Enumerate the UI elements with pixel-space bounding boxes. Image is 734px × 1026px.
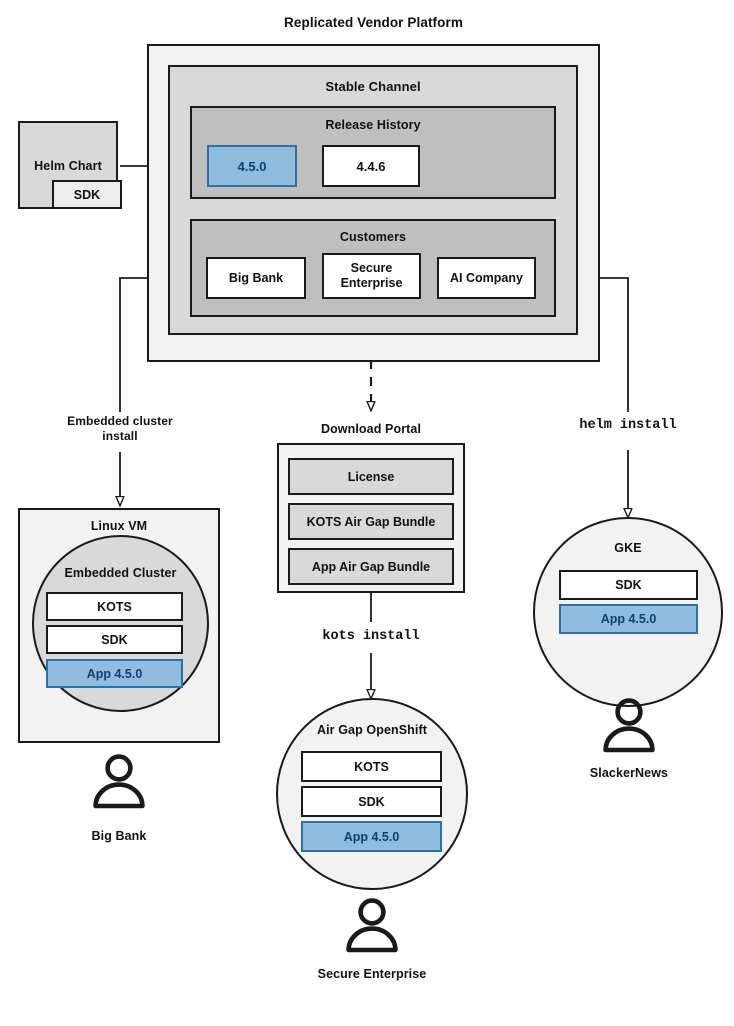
download-portal-item-kots-air-gap-bundle[interactable]: KOTS Air Gap Bundle xyxy=(288,503,454,540)
release-4-4-6[interactable]: 4.4.6 xyxy=(322,145,420,187)
customer-ai-company[interactable]: AI Company xyxy=(437,257,536,299)
customer-label: AI Company xyxy=(450,271,523,285)
customer-label-slackernews: SlackerNews xyxy=(589,766,669,780)
linux-vm-component-sdk[interactable]: SDK xyxy=(46,625,183,654)
helm-chart-label: Helm Chart xyxy=(34,159,102,173)
component-label: App 4.5.0 xyxy=(86,666,143,681)
gke-component-app[interactable]: App 4.5.0 xyxy=(559,604,698,634)
component-label: KOTS xyxy=(97,599,132,614)
customer-label-big-bank: Big Bank xyxy=(91,829,147,843)
customer-secure-enterprise[interactable]: Secure Enterprise xyxy=(322,253,421,299)
openshift-component-sdk[interactable]: SDK xyxy=(301,786,442,817)
openshift-component-kots[interactable]: KOTS xyxy=(301,751,442,782)
edge-label-embedded-cluster-install: Embedded cluster install xyxy=(67,414,173,443)
download-portal-item-app-air-gap-bundle[interactable]: App Air Gap Bundle xyxy=(288,548,454,585)
customer-label-secure-enterprise: Secure Enterprise xyxy=(317,967,427,981)
component-label: App 4.5.0 xyxy=(343,829,400,844)
page-title: Replicated Vendor Platform xyxy=(284,15,463,30)
edge-label-kots-install: kots install xyxy=(322,629,420,644)
customers-title: Customers xyxy=(339,230,407,244)
embedded-cluster-title: Embedded Cluster xyxy=(64,566,177,580)
component-label: App 4.5.0 xyxy=(600,612,657,626)
linux-vm-title: Linux VM xyxy=(90,519,148,533)
item-label: KOTS Air Gap Bundle xyxy=(306,514,436,529)
gke-title: GKE xyxy=(614,541,642,555)
release-version-label: 4.4.6 xyxy=(356,158,386,174)
helm-chart-sdk-box[interactable]: SDK xyxy=(52,180,122,209)
release-history-title: Release History xyxy=(325,118,421,132)
person-icon-slackernews xyxy=(603,698,655,753)
person-icon-secure-enterprise xyxy=(346,898,398,953)
item-label: App Air Gap Bundle xyxy=(311,559,431,574)
customer-label: Secure Enterprise xyxy=(340,260,403,290)
gke-component-sdk[interactable]: SDK xyxy=(559,570,698,600)
item-label: License xyxy=(347,469,395,484)
release-version-label: 4.5.0 xyxy=(237,158,267,174)
release-4-5-0[interactable]: 4.5.0 xyxy=(207,145,297,187)
component-label: SDK xyxy=(358,794,385,809)
stable-channel-title: Stable Channel xyxy=(325,79,421,94)
customer-big-bank[interactable]: Big Bank xyxy=(206,257,306,299)
download-portal-item-license[interactable]: License xyxy=(288,458,454,495)
customer-label: Big Bank xyxy=(228,271,284,285)
openshift-component-app[interactable]: App 4.5.0 xyxy=(301,821,442,852)
air-gap-openshift-title: Air Gap OpenShift xyxy=(316,723,428,737)
download-portal-title: Download Portal xyxy=(320,422,422,436)
linux-vm-component-kots[interactable]: KOTS xyxy=(46,592,183,621)
edge-label-helm-install: helm install xyxy=(579,418,677,433)
sdk-label: SDK xyxy=(73,187,101,202)
component-label: KOTS xyxy=(354,759,389,774)
component-label: SDK xyxy=(101,632,128,647)
linux-vm-component-app[interactable]: App 4.5.0 xyxy=(46,659,183,688)
component-label: SDK xyxy=(615,578,642,592)
person-icon-big-bank xyxy=(93,754,145,809)
